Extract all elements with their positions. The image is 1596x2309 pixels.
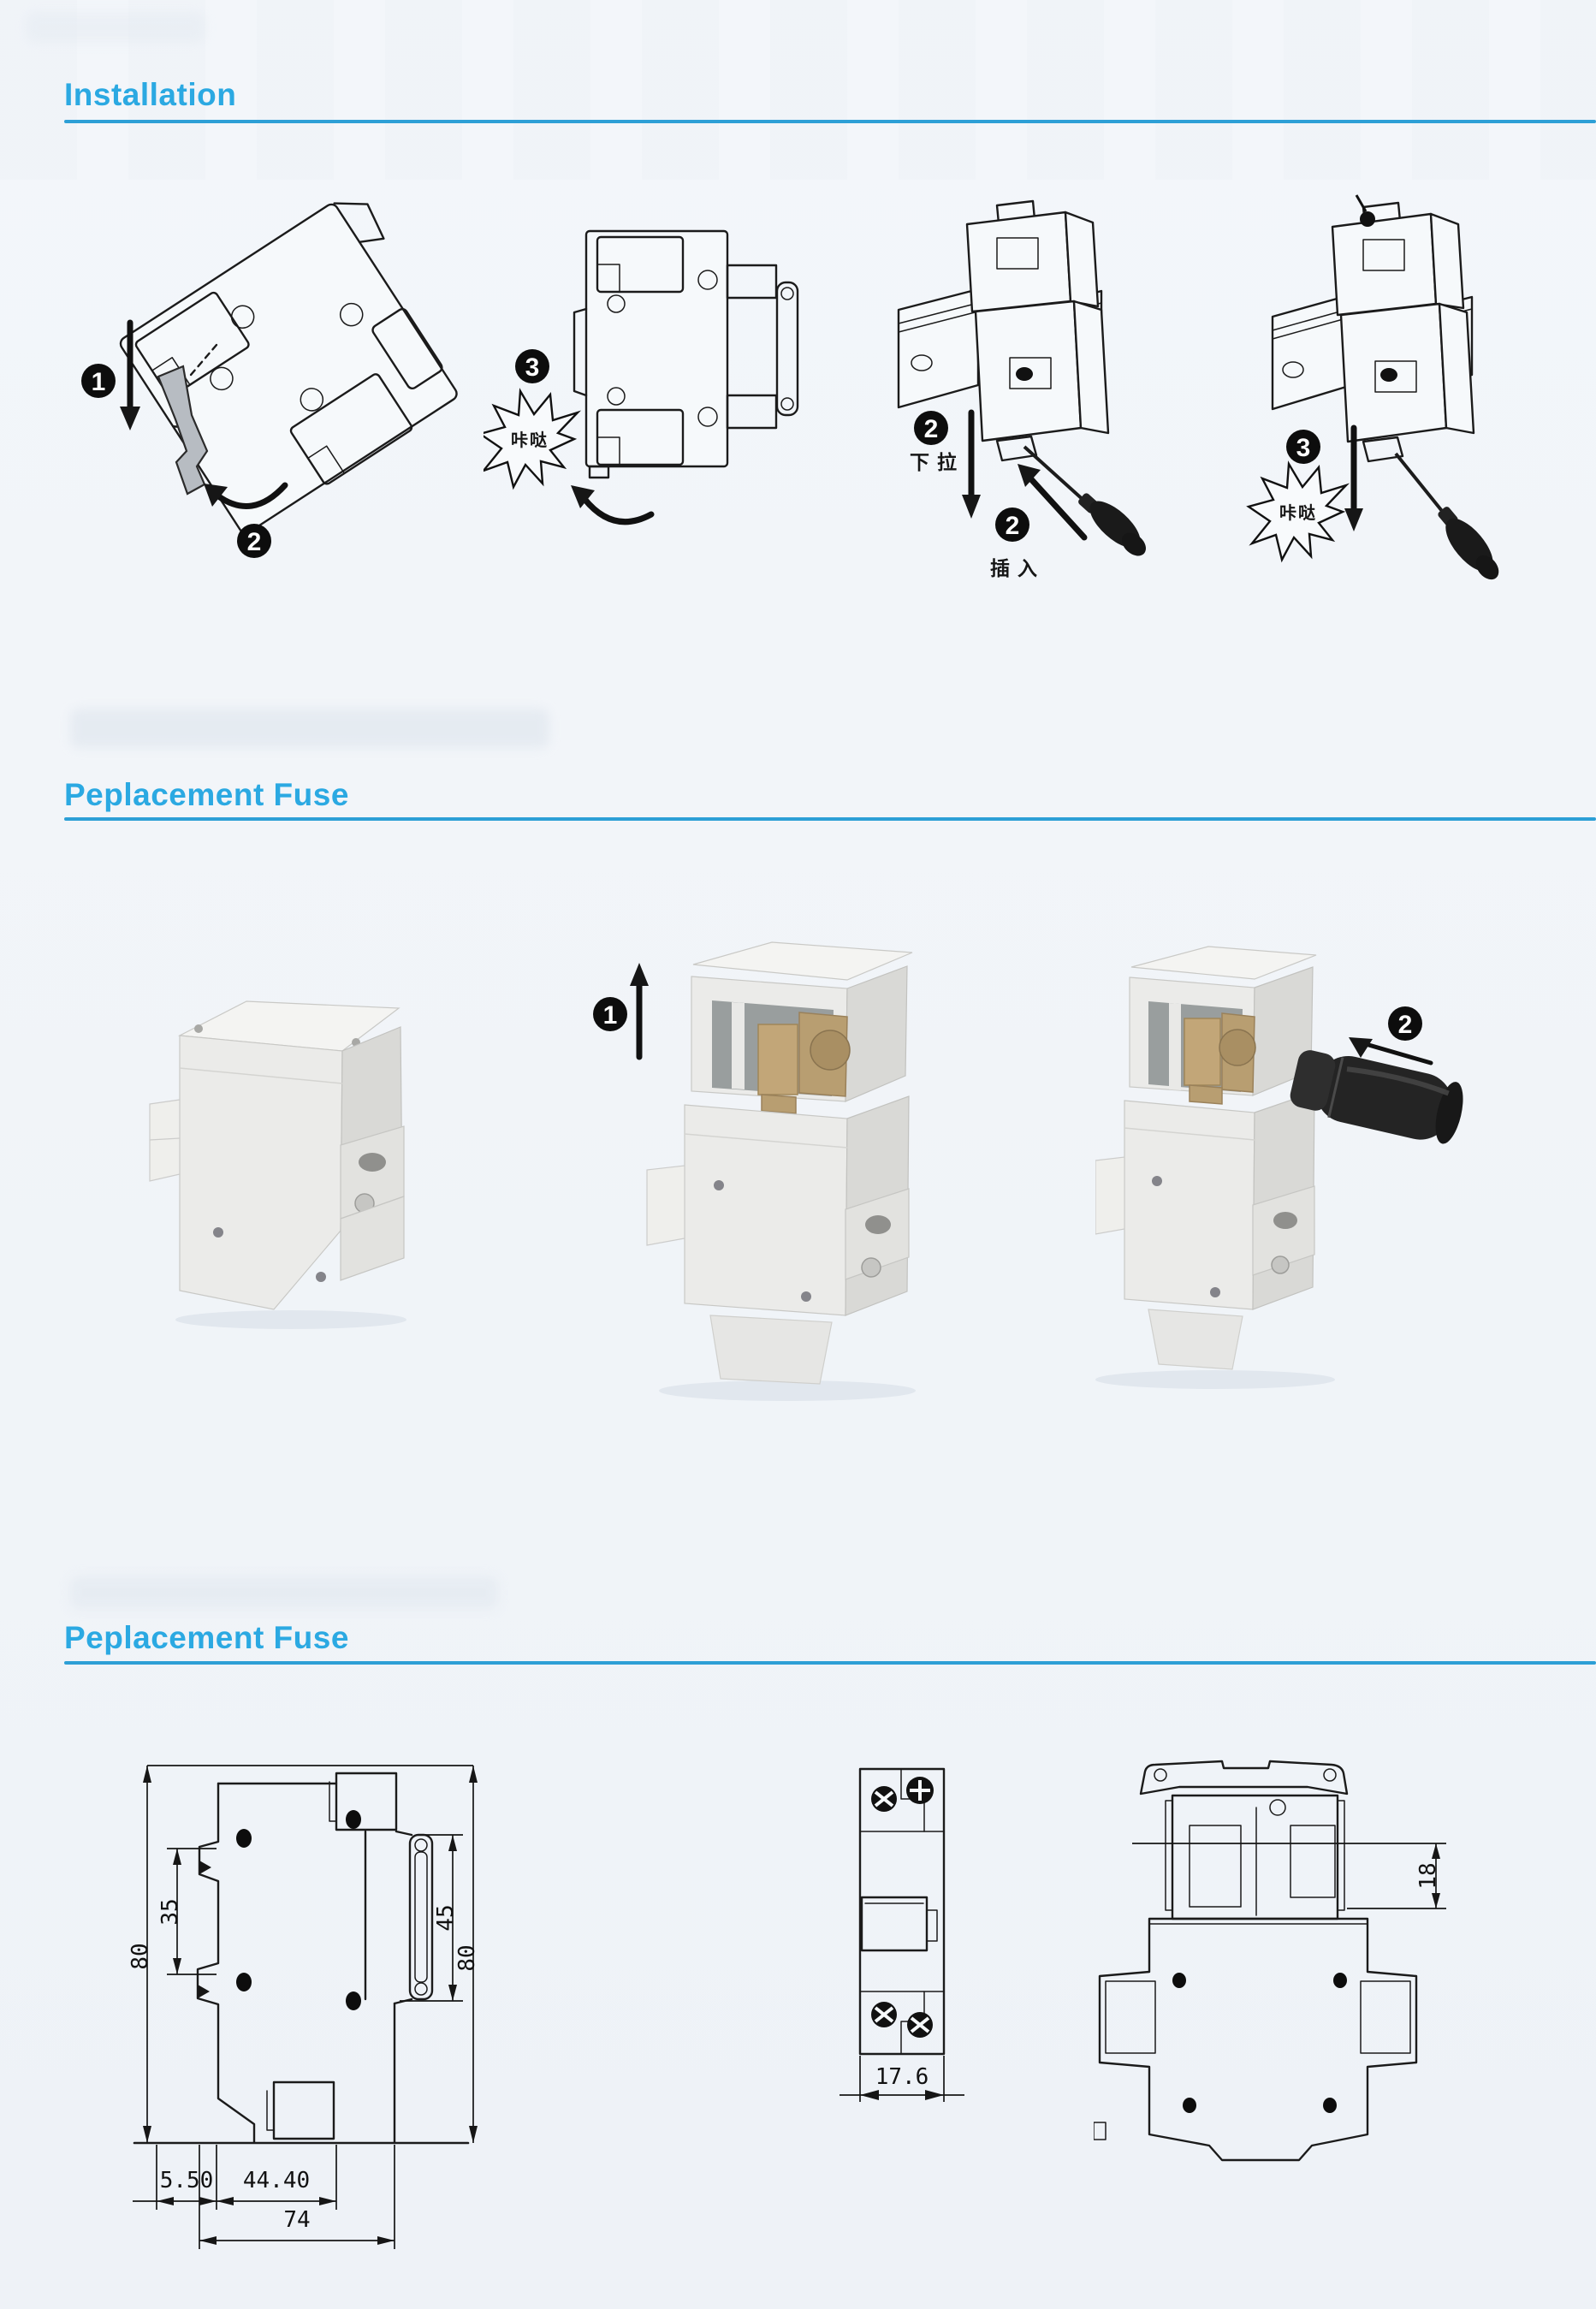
svg-text:44.40: 44.40: [243, 2168, 310, 2193]
install-step-fig1: 1 2: [81, 202, 458, 558]
alignment-dashed-line: [189, 343, 218, 377]
install-step-fig3: 2 下拉 2 插入: [897, 199, 1146, 579]
section-title-installation: Installation: [64, 77, 237, 112]
step-badge-1: 1: [593, 997, 627, 1031]
screwdriver: [1394, 452, 1499, 580]
pull-down-arrow-head: [962, 495, 981, 519]
ghost-text-top: [26, 12, 205, 43]
ghost-text-low: [70, 1576, 498, 1609]
section-title-replacement-fuse-2: Peplacement Fuse: [64, 1620, 349, 1655]
insert-label: 插入: [990, 557, 1045, 579]
ghost-text-mid: [70, 709, 549, 748]
svg-text:5.50: 5.50: [160, 2168, 214, 2193]
fuse-holder-side-outline: [573, 229, 799, 479]
fuse-carrier: [1129, 946, 1317, 1105]
terminal-screw: [906, 1777, 934, 1804]
dimension-35: 35: [157, 1848, 217, 1975]
svg-text:1: 1: [603, 1001, 618, 1030]
click-starburst: 咔哒: [484, 388, 582, 490]
fuse-holder-base: [646, 1095, 910, 1385]
step-badge-2-insert: 2: [995, 508, 1029, 542]
top-pin: [1360, 211, 1375, 227]
remove-arrow-head: [1349, 1037, 1373, 1058]
fuse-holder-render-closed: [149, 1000, 406, 1329]
section-rule-installation: [64, 120, 1596, 123]
fuse-holder-render-fuse-out: 2: [1095, 946, 1463, 1389]
front-profile-outline: [858, 1767, 946, 2056]
dimension-17-6: 17.6: [840, 2056, 964, 2102]
fuse-holder-3d-outline: [965, 199, 1110, 462]
rotate-arrow-head: [204, 484, 228, 507]
lift-up-arrow-head: [630, 963, 649, 986]
click-starburst: 咔哒: [1246, 460, 1350, 563]
svg-text:45: 45: [433, 1904, 459, 1931]
dimension-bottom-row: 5.50 44.40 74: [133, 2145, 395, 2249]
section-rule-replacement-fuse-1: [64, 817, 1596, 821]
svg-text:2: 2: [1006, 512, 1020, 540]
down-arrow-head: [120, 407, 140, 430]
step-badge-2-pull: 2: [914, 411, 948, 445]
insert-arrow: [1028, 476, 1088, 541]
step-badge-3: 3: [515, 349, 549, 383]
svg-text:3: 3: [525, 353, 540, 382]
svg-text:74: 74: [283, 2207, 310, 2233]
step-badge-2: 2: [1388, 1006, 1422, 1041]
dimension-45: 45: [400, 1834, 463, 2002]
faint-watermark-band: [0, 0, 1596, 180]
step-badge-2: 2: [237, 524, 271, 558]
rotate-arrow: [581, 496, 655, 525]
fuse-holder-render-open: 1: [593, 941, 916, 1401]
svg-text:咔哒: 咔哒: [511, 430, 549, 450]
screwdriver: [1023, 445, 1146, 556]
svg-text:80: 80: [454, 1944, 480, 1971]
fuse-holder-3d-outline: [1331, 194, 1475, 463]
insert-arrow-head: [1018, 464, 1041, 487]
cartridge-fuse: [1290, 1050, 1463, 1144]
dimension-18: 18: [1132, 1843, 1446, 1909]
terminal-screw: [871, 2002, 897, 2027]
dimension-80-right: 80: [454, 1766, 480, 2143]
top-profile-outline: [1094, 1760, 1418, 2162]
pull-down-arrow-head: [1344, 508, 1363, 531]
fuse-holder-base: [1095, 1091, 1315, 1370]
svg-text:17.6: 17.6: [875, 2064, 929, 2090]
svg-text:2: 2: [247, 528, 262, 556]
rotate-arrow: [214, 482, 288, 509]
pull-down-label: 下拉: [910, 451, 964, 473]
rotate-arrow-head: [571, 485, 595, 508]
svg-text:咔哒: 咔哒: [1279, 502, 1317, 523]
step-badge-3: 3: [1286, 430, 1320, 464]
dimension-drawing-top: 18: [1094, 1760, 1446, 2162]
svg-text:3: 3: [1296, 434, 1311, 462]
dimension-80-left: 80: [128, 1765, 473, 2143]
section-rule-replacement-fuse-2: [64, 1661, 1596, 1665]
terminal-screw: [871, 1786, 897, 1812]
install-step-fig2: 3 咔哒: [484, 229, 799, 525]
install-step-fig4: 3 咔哒: [1246, 194, 1499, 580]
fuse-carrier: [691, 941, 913, 1114]
svg-text:35: 35: [157, 1898, 183, 1925]
fuse-holder-tilted-outline: [119, 202, 458, 534]
side-profile-outline: [133, 1772, 470, 2145]
svg-text:1: 1: [92, 368, 106, 396]
svg-text:18: 18: [1415, 1862, 1441, 1889]
section-title-replacement-fuse-1: Peplacement Fuse: [64, 777, 349, 812]
svg-text:2: 2: [924, 415, 939, 443]
dimension-drawing-side: 80 35 45 80: [128, 1765, 480, 2249]
svg-text:2: 2: [1398, 1011, 1413, 1039]
remove-arrow: [1363, 1042, 1433, 1065]
svg-text:80: 80: [128, 1943, 153, 1969]
dimension-drawing-front: 17.6: [840, 1767, 964, 2102]
step-badge-1: 1: [81, 364, 116, 398]
terminal-screw: [907, 2012, 933, 2038]
